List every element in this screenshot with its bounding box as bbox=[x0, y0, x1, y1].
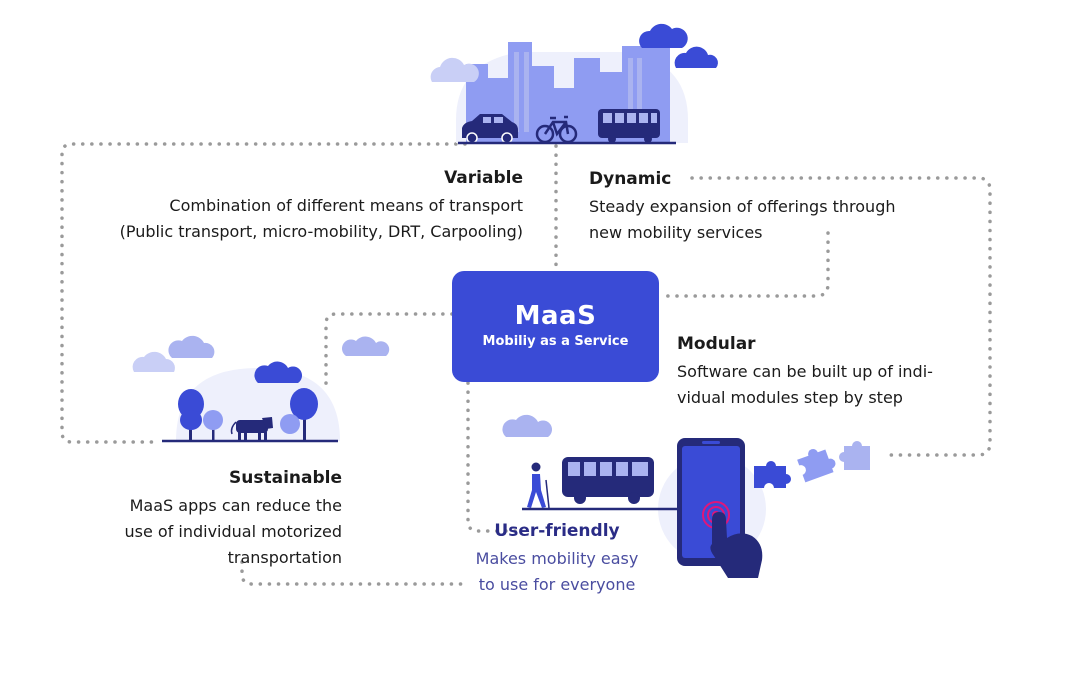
bus-icon bbox=[598, 109, 660, 143]
connector-sustainable-userfriendly bbox=[240, 560, 470, 586]
feature-dynamic: Dynamic Steady expansion of offerings th… bbox=[589, 169, 949, 246]
feature-dynamic-line2: new mobility services bbox=[589, 223, 763, 242]
connector-center-userfriendly bbox=[466, 381, 522, 533]
dotted-connectors bbox=[60, 142, 992, 586]
cloud-icon bbox=[132, 335, 390, 383]
maas-subtitle: Mobiliy as a Service bbox=[482, 334, 629, 349]
city-scene bbox=[430, 23, 718, 145]
cloud-icon bbox=[430, 23, 718, 82]
feature-sustainable-line1: MaaS apps can reduce the bbox=[129, 496, 342, 515]
feature-modular-line1: Software can be built up of indi- bbox=[677, 362, 933, 381]
cow-icon bbox=[230, 417, 273, 441]
feature-modular: Modular Software can be built up of indi… bbox=[677, 334, 987, 411]
city-windows bbox=[514, 52, 642, 133]
feature-sustainable-title: Sustainable bbox=[229, 468, 342, 488]
puzzle-piece-icon bbox=[754, 441, 870, 488]
pedestrian-icon bbox=[527, 462, 550, 509]
feature-variable: Variable Combination of different means … bbox=[60, 168, 523, 245]
bus-icon bbox=[562, 457, 654, 504]
tree-icon bbox=[178, 388, 318, 441]
hand-pointer-icon bbox=[710, 512, 763, 578]
feature-sustainable-line3: transportation bbox=[227, 548, 342, 567]
maas-center-box: MaaS Mobiliy as a Service bbox=[452, 271, 659, 382]
feature-variable-line2: (Public transport, micro-mobility, DRT, … bbox=[119, 222, 523, 241]
feature-sustainable-line2: use of individual motorized bbox=[124, 522, 342, 541]
feature-sustainable: Sustainable MaaS apps can reduce the use… bbox=[80, 468, 342, 571]
feature-user-friendly: User-friendly Makes mobility easy to use… bbox=[465, 521, 649, 598]
connector-variable-sustainable bbox=[60, 142, 467, 444]
feature-user-friendly-line1: Makes mobility easy bbox=[475, 549, 639, 568]
feature-variable-line1: Combination of different means of transp… bbox=[169, 196, 523, 215]
feature-user-friendly-title: User-friendly bbox=[494, 521, 620, 541]
feature-dynamic-title: Dynamic bbox=[589, 169, 672, 189]
cloud-icon bbox=[502, 414, 553, 437]
feature-modular-line2: vidual modules step by step bbox=[677, 388, 903, 407]
feature-variable-title: Variable bbox=[444, 168, 523, 188]
feature-user-friendly-line2: to use for everyone bbox=[478, 575, 636, 594]
maas-title: MaaS bbox=[514, 301, 597, 331]
nature-scene bbox=[132, 335, 390, 443]
feature-modular-title: Modular bbox=[677, 334, 756, 354]
feature-dynamic-line1: Steady expansion of offerings through bbox=[589, 197, 896, 216]
connector-dynamic-modular bbox=[690, 176, 992, 457]
user-friendly-scene bbox=[502, 414, 870, 578]
